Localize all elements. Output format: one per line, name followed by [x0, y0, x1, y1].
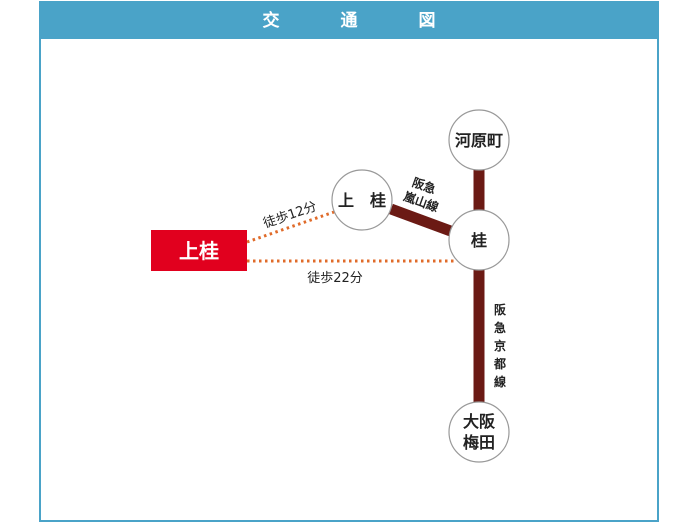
- destination-box: [151, 230, 247, 271]
- kyoto-line-label-char: 急: [494, 320, 506, 335]
- kyoto-line-label-char: 都: [493, 356, 506, 371]
- station-umeda-label-line1: 大阪: [463, 412, 496, 431]
- station-kamikatsura: [331, 169, 393, 231]
- station-katsura: [448, 209, 510, 271]
- station-kawaramachi: [448, 109, 510, 171]
- kyoto-line-label-char: 阪: [494, 303, 507, 317]
- walk-label-katsura: 徒歩22分: [307, 271, 363, 286]
- destination-label: 上桂: [179, 239, 219, 263]
- arashiyama-line: [389, 203, 458, 239]
- kyoto-line-label-char: 京: [494, 338, 506, 353]
- map-title: 交 通 図: [262, 11, 458, 31]
- kyoto-line-label-char: 線: [494, 374, 506, 389]
- station-katsura-label: 桂: [470, 231, 487, 250]
- station-kawaramachi-label: 河原町: [455, 131, 503, 150]
- map-frame: 交 通 図: [39, 1, 659, 522]
- station-kamikatsura-label: 上 桂: [338, 191, 386, 210]
- station-umeda: [448, 401, 510, 463]
- walk-label-kamikatsura: 徒歩12分: [261, 199, 318, 231]
- map-title-bar: 交 通 図: [41, 3, 657, 39]
- station-umeda-label-line2: 梅田: [463, 433, 495, 452]
